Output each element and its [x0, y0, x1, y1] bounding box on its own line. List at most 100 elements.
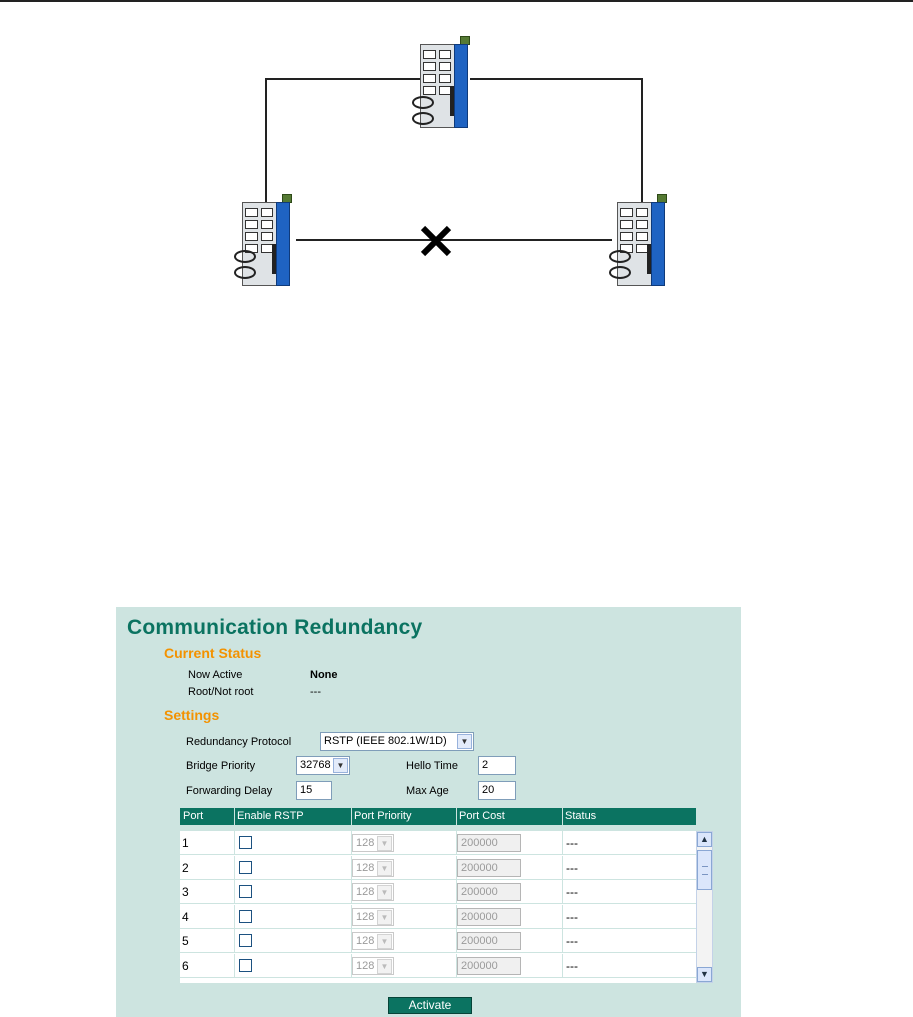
- now-active-value: None: [310, 669, 338, 681]
- current-status-heading: Current Status: [164, 645, 262, 661]
- port-cost-input[interactable]: 200000: [457, 932, 521, 950]
- port-priority-select[interactable]: 128▼: [352, 908, 394, 926]
- root-status-label: Root/Not root: [188, 686, 254, 698]
- col-header-port-cost: Port Cost: [459, 810, 505, 822]
- switch-right: [609, 194, 673, 286]
- table-row: 1 128▼ 200000 ---: [180, 831, 696, 855]
- bridge-priority-select[interactable]: 32768 ▼: [296, 756, 350, 775]
- enable-rstp-checkbox[interactable]: [239, 836, 252, 849]
- root-status-value: ---: [310, 686, 321, 698]
- col-header-enable-rstp: Enable RSTP: [237, 810, 304, 822]
- port-status: ---: [566, 836, 578, 850]
- hello-time-label: Hello Time: [406, 760, 458, 772]
- port-status: ---: [566, 861, 578, 875]
- port-number: 4: [182, 910, 189, 924]
- blocked-link-x-icon: [420, 225, 452, 257]
- chevron-down-icon: ▼: [377, 910, 392, 925]
- enable-rstp-checkbox[interactable]: [239, 910, 252, 923]
- bridge-priority-label: Bridge Priority: [186, 760, 256, 772]
- chevron-down-icon: ▼: [377, 836, 392, 851]
- table-row: 6 128▼ 200000 ---: [180, 954, 696, 978]
- port-priority-select[interactable]: 128▼: [352, 883, 394, 901]
- port-cost-input[interactable]: 200000: [457, 908, 521, 926]
- port-priority-value: 128: [356, 911, 375, 923]
- topology-links: [265, 78, 643, 241]
- port-number: 5: [182, 934, 189, 948]
- hello-time-input[interactable]: 2: [478, 756, 516, 775]
- enable-rstp-checkbox[interactable]: [239, 959, 252, 972]
- switch-ports: [423, 50, 451, 95]
- switch-ports: [245, 208, 273, 253]
- port-priority-value: 128: [356, 862, 375, 874]
- switch-top: [412, 36, 476, 128]
- table-row: 3 128▼ 200000 ---: [180, 880, 696, 904]
- port-cost-input[interactable]: 200000: [457, 834, 521, 852]
- port-priority-value: 128: [356, 886, 375, 898]
- port-priority-select[interactable]: 128▼: [352, 957, 394, 975]
- port-status: ---: [566, 885, 578, 899]
- cable-loop-icon: [412, 112, 434, 125]
- cable-loop-icon: [234, 250, 256, 263]
- port-number: 2: [182, 861, 189, 875]
- port-cost-input[interactable]: 200000: [457, 883, 521, 901]
- forwarding-delay-input[interactable]: 15: [296, 781, 332, 800]
- table-row: 2 128▼ 200000 ---: [180, 856, 696, 880]
- cable-loop-icon: [609, 266, 631, 279]
- chevron-down-icon: ▼: [377, 861, 392, 876]
- max-age-input[interactable]: 20: [478, 781, 516, 800]
- cable-loop-icon: [234, 266, 256, 279]
- port-status: ---: [566, 910, 578, 924]
- enable-rstp-checkbox[interactable]: [239, 861, 252, 874]
- port-priority-select[interactable]: 128▼: [352, 834, 394, 852]
- chevron-down-icon: ▼: [377, 934, 392, 949]
- page-title: Communication Redundancy: [127, 616, 423, 639]
- port-priority-value: 128: [356, 837, 375, 849]
- now-active-label: Now Active: [188, 669, 243, 681]
- max-age-label: Max Age: [406, 785, 449, 797]
- bridge-priority-value: 32768: [300, 759, 331, 771]
- scroll-up-icon[interactable]: ▲: [697, 832, 712, 847]
- enable-rstp-checkbox[interactable]: [239, 934, 252, 947]
- port-cost-input[interactable]: 200000: [457, 859, 521, 877]
- page-top-rule: [0, 0, 913, 2]
- col-header-port: Port: [183, 810, 204, 822]
- port-number: 1: [182, 836, 189, 850]
- chevron-down-icon: ▼: [457, 734, 472, 749]
- port-status: ---: [566, 959, 578, 973]
- switch-label-strip: [276, 202, 290, 286]
- port-priority-select[interactable]: 128▼: [352, 932, 394, 950]
- redundancy-protocol-select[interactable]: RSTP (IEEE 802.1W/1D) ▼: [320, 732, 474, 751]
- rstp-topology-diagram: [0, 0, 913, 320]
- link-top-right: [470, 78, 643, 202]
- link-top-left: [265, 78, 420, 202]
- port-table-header: Port Enable RSTP Port Priority Port Cost…: [180, 808, 696, 825]
- port-priority-value: 128: [356, 935, 375, 947]
- switch-label-strip: [454, 44, 468, 128]
- port-priority-select[interactable]: 128▼: [352, 859, 394, 877]
- port-priority-value: 128: [356, 960, 375, 972]
- table-row: 4 128▼ 200000 ---: [180, 905, 696, 929]
- switch-label-strip: [651, 202, 665, 286]
- chevron-down-icon: ▼: [377, 885, 392, 900]
- switch-ports: [620, 208, 648, 253]
- chevron-down-icon: ▼: [377, 959, 392, 974]
- col-header-port-priority: Port Priority: [354, 810, 412, 822]
- port-number: 6: [182, 959, 189, 973]
- activate-button[interactable]: Activate: [388, 997, 472, 1014]
- port-number: 3: [182, 885, 189, 899]
- port-cost-input[interactable]: 200000: [457, 957, 521, 975]
- port-table-scrollbar[interactable]: ▲ ▼: [696, 831, 713, 983]
- table-row: 5 128▼ 200000 ---: [180, 929, 696, 953]
- col-header-status: Status: [565, 810, 597, 822]
- port-table-body: 1 128▼ 200000 --- 2 128▼ 200000 --- 3: [180, 831, 696, 983]
- enable-rstp-checkbox[interactable]: [239, 885, 252, 898]
- switch-left: [234, 194, 298, 286]
- forwarding-delay-label: Forwarding Delay: [186, 785, 273, 797]
- scroll-down-icon[interactable]: ▼: [697, 967, 712, 982]
- settings-heading: Settings: [164, 707, 220, 723]
- scrollbar-thumb[interactable]: [697, 850, 712, 890]
- cable-loop-icon: [609, 250, 631, 263]
- port-status: ---: [566, 934, 578, 948]
- communication-redundancy-panel: Communication Redundancy Current Status …: [116, 607, 741, 1017]
- cable-loop-icon: [412, 96, 434, 109]
